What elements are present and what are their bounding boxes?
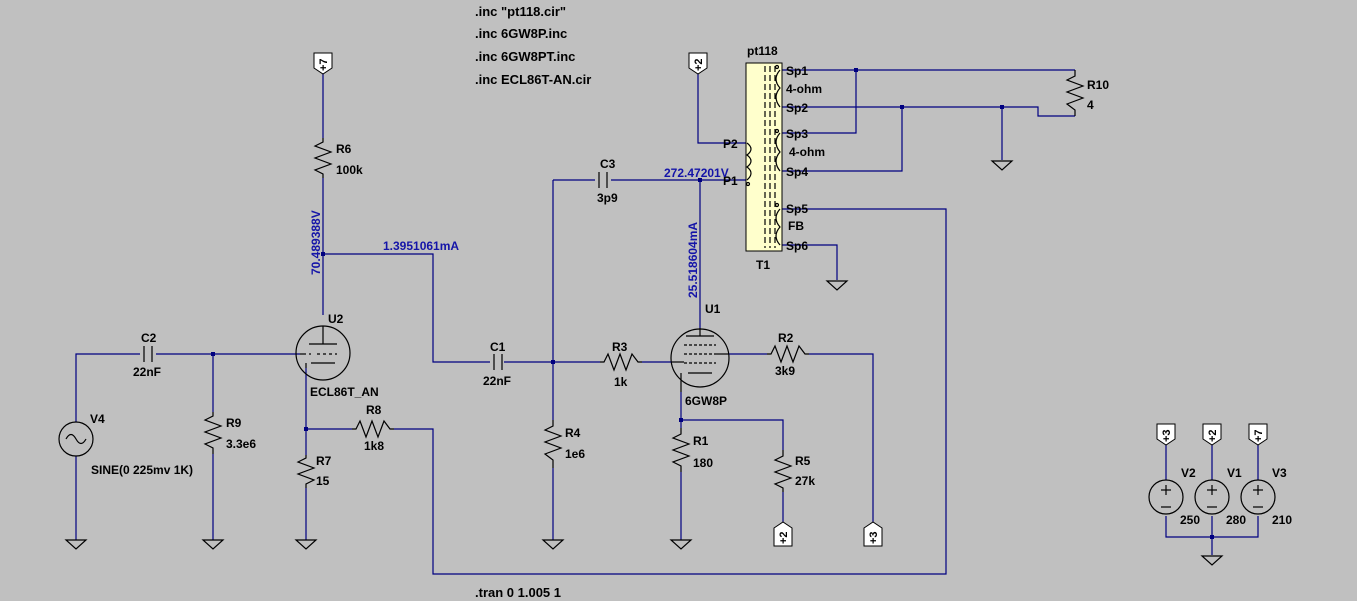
c2-value: 22nF (133, 365, 161, 379)
r1-value: 180 (693, 456, 713, 470)
r8-ref: R8 (366, 403, 382, 417)
net-flag-label: +2 (693, 58, 705, 71)
v4-value: SINE(0 225mv 1K) (91, 463, 193, 477)
c1-value: 22nF (483, 374, 511, 388)
voltage-label-u1-plate[interactable]: 272.47201V (664, 166, 729, 180)
net-flag-v1[interactable]: +2 (1202, 423, 1222, 446)
resistor-r4[interactable]: R4 1e6 (543, 420, 585, 468)
t1-pin-sp3: Sp3 (786, 127, 808, 141)
t1-pin-p2: P2 (723, 137, 738, 151)
current-label-u1[interactable]: 25.518604mA (686, 222, 700, 298)
net-flag-label: +2 (1207, 429, 1219, 442)
r5-value: 27k (795, 474, 815, 488)
junctions (211, 68, 1214, 539)
t1-pin-p1: P1 (723, 174, 738, 188)
voltage-source-v4[interactable]: V4 SINE(0 225mv 1K) (58, 412, 193, 477)
net-flag-v2[interactable]: +3 (1156, 423, 1176, 446)
t1-ref: T1 (756, 258, 770, 272)
capacitor-c2[interactable]: C2 22nF (133, 331, 161, 379)
net-flag-u2-supply[interactable]: +7 (313, 52, 333, 75)
c3-ref: C3 (600, 157, 616, 171)
u1-value: 6GW8P (685, 394, 727, 408)
c2-ref: C2 (141, 331, 157, 345)
t1-pin-sp1: Sp1 (786, 64, 808, 78)
r10-value: 4 (1087, 98, 1094, 112)
directive-inc-6gw8pt[interactable]: .inc 6GW8PT.inc (475, 49, 575, 64)
c1-ref: C1 (490, 340, 506, 354)
r10-ref: R10 (1087, 78, 1109, 92)
resistor-r9[interactable]: R9 3.3e6 (203, 412, 256, 454)
net-flag-v3[interactable]: +7 (1248, 423, 1268, 446)
r5-ref: R5 (795, 454, 811, 468)
r3-ref: R3 (612, 340, 628, 354)
current-label-r6[interactable]: 1.3951061mA (383, 239, 459, 253)
u1-ref: U1 (705, 302, 721, 316)
ground-symbols (64, 160, 1224, 566)
capacitor-c3[interactable]: C3 3p9 (597, 157, 618, 205)
c3-value: 3p9 (597, 191, 618, 205)
voltage-label-u2-plate[interactable]: 70.489388V (309, 210, 323, 275)
directive-inc-pt118[interactable]: .inc "pt118.cir" (475, 4, 566, 19)
net-flag-xfmr-supply[interactable]: +2 (688, 52, 708, 75)
v3-ref: V3 (1272, 466, 1287, 480)
r2-ref: R2 (778, 331, 794, 345)
tube-u2[interactable]: U2 ECL86T_AN (295, 312, 379, 399)
r4-ref: R4 (565, 426, 581, 440)
resistor-r7[interactable]: R7 15 (296, 454, 332, 488)
net-flag-label: +7 (318, 58, 330, 71)
v3-value: 210 (1272, 513, 1292, 527)
u2-value: ECL86T_AN (310, 385, 379, 399)
v2-ref: V2 (1181, 466, 1196, 480)
t1-winding3: FB (788, 219, 804, 233)
resistor-r3[interactable]: R3 1k (600, 340, 642, 389)
resistor-r6[interactable]: R6 100k (313, 138, 363, 178)
r3-value: 1k (614, 375, 628, 389)
t1-pin-sp5: Sp5 (786, 202, 808, 216)
net-flag-label: +3 (868, 531, 880, 544)
transformer-t1[interactable]: pt118 T1 Sp1 4-ohm Sp2 Sp3 4-ohm Sp4 Sp5… (723, 44, 825, 272)
t1-model: pt118 (747, 44, 778, 58)
r6-value: 100k (336, 163, 363, 177)
r9-value: 3.3e6 (226, 437, 256, 451)
r7-ref: R7 (316, 454, 332, 468)
net-flag-label: +7 (1253, 429, 1265, 442)
r1-ref: R1 (693, 434, 709, 448)
v4-ref: V4 (90, 412, 105, 426)
net-flag-label: +2 (778, 531, 790, 544)
v2-value: 250 (1180, 513, 1200, 527)
resistor-r8[interactable]: R8 1k8 (352, 403, 394, 453)
t1-pin-sp2: Sp2 (786, 101, 808, 115)
voltage-source-v2[interactable]: V2 250 (1148, 466, 1200, 527)
voltage-source-v1[interactable]: V1 280 (1194, 466, 1246, 527)
t1-pin-sp6: Sp6 (786, 239, 808, 253)
resistor-r1[interactable]: R1 180 (671, 428, 713, 472)
r8-value: 1k8 (364, 439, 384, 453)
wires (75, 69, 1259, 575)
net-flag-label: +3 (1161, 429, 1173, 442)
r4-value: 1e6 (565, 447, 585, 461)
v1-value: 280 (1226, 513, 1246, 527)
directive-inc-6gw8p[interactable]: .inc 6GW8P.inc (475, 26, 567, 41)
net-flag-r5-supply[interactable]: +2 (773, 521, 793, 547)
u2-ref: U2 (328, 312, 344, 326)
resistor-r10[interactable]: R10 4 (1065, 70, 1109, 116)
directive-tran[interactable]: .tran 0 1.005 1 (475, 585, 561, 600)
t1-pin-sp4: Sp4 (786, 165, 808, 179)
t1-winding2: 4-ohm (789, 145, 825, 159)
tube-u1[interactable]: U1 6GW8P (670, 302, 730, 408)
directive-inc-ecl86[interactable]: .inc ECL86T-AN.cir (475, 72, 591, 87)
t1-winding1: 4-ohm (786, 82, 822, 96)
r7-value: 15 (316, 474, 330, 488)
resistor-r2[interactable]: R2 3k9 (767, 331, 809, 378)
r2-value: 3k9 (775, 364, 795, 378)
voltage-source-v3[interactable]: V3 210 (1240, 466, 1292, 527)
r9-ref: R9 (226, 416, 242, 430)
capacitor-c1[interactable]: C1 22nF (483, 340, 511, 388)
resistor-r5[interactable]: R5 27k (773, 450, 815, 492)
v1-ref: V1 (1227, 466, 1242, 480)
net-flag-r2-supply[interactable]: +3 (863, 521, 883, 547)
r6-ref: R6 (336, 142, 352, 156)
